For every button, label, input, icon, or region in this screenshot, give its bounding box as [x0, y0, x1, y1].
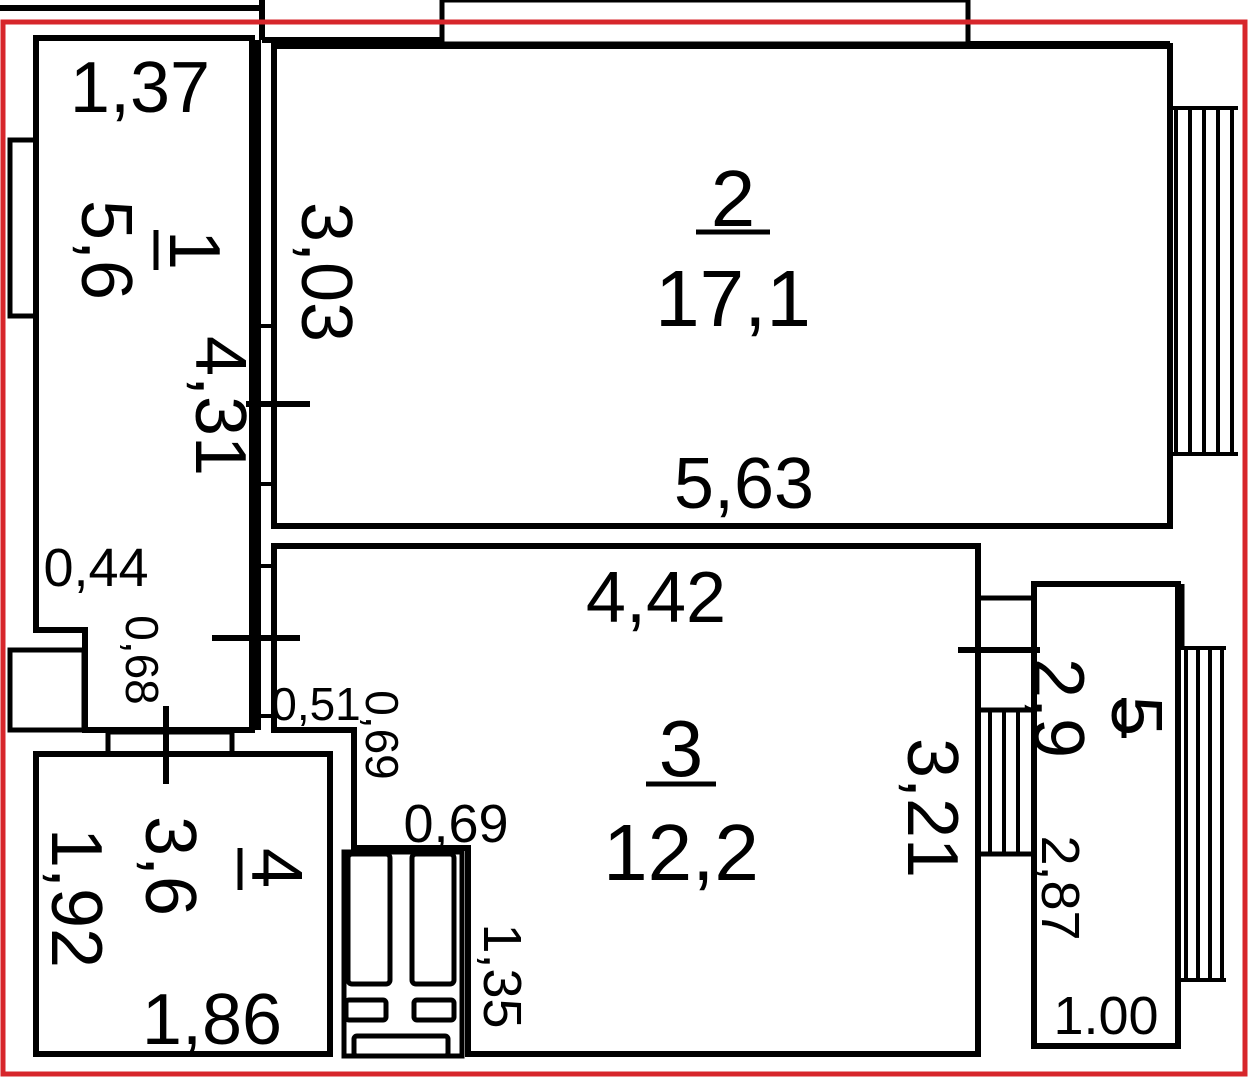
dim-0-69a: 0,69 [356, 690, 408, 780]
room-5-area: 2,9 [1018, 658, 1098, 758]
dim-3-21: 3,21 [892, 738, 972, 878]
room-1-number: 1 [154, 230, 234, 270]
left-box [7, 647, 87, 733]
dim-1-00: 1.00 [1053, 986, 1158, 1046]
balcony-door [975, 595, 1037, 857]
dim-0-68: 0,68 [116, 615, 168, 705]
dim-1-92: 1,92 [36, 828, 116, 968]
room-1-area: 5,6 [66, 200, 146, 300]
dim-3-03: 3,03 [286, 202, 366, 342]
bath-door [105, 729, 235, 757]
room-2-outline [271, 43, 1173, 529]
room-4-number: 4 [236, 848, 316, 888]
dim-1-35: 1,35 [472, 923, 532, 1028]
room-4-area: 3,6 [130, 816, 210, 916]
dim-0-69b: 0,69 [403, 794, 508, 854]
dim-1-37: 1,37 [70, 48, 210, 128]
room-3-area: 12,2 [603, 808, 759, 897]
dim-5-63: 5,63 [674, 444, 814, 524]
room-3-number: 3 [659, 704, 704, 793]
kitchen-stove [341, 849, 465, 1059]
room-5-outline [1031, 581, 1181, 1049]
apartment-boundary [0, 19, 1248, 1077]
dim-0-44: 0,44 [43, 538, 148, 598]
balcony-hatch-lower [1178, 646, 1226, 982]
door-marks [163, 324, 1040, 784]
room-2-area: 17,1 [655, 254, 811, 343]
dim-0-51: 0,51 [271, 678, 361, 730]
left-window [7, 137, 39, 319]
dim-2-87: 2,87 [1030, 835, 1090, 940]
room-2-number: 2 [711, 154, 756, 243]
dim-4-42: 4,42 [586, 558, 726, 638]
dim-1-86: 1,86 [142, 980, 282, 1060]
balcony-hatch-upper [1170, 106, 1238, 456]
room-5-number: 5 [1096, 696, 1176, 736]
dim-4-31: 4,31 [180, 336, 260, 476]
